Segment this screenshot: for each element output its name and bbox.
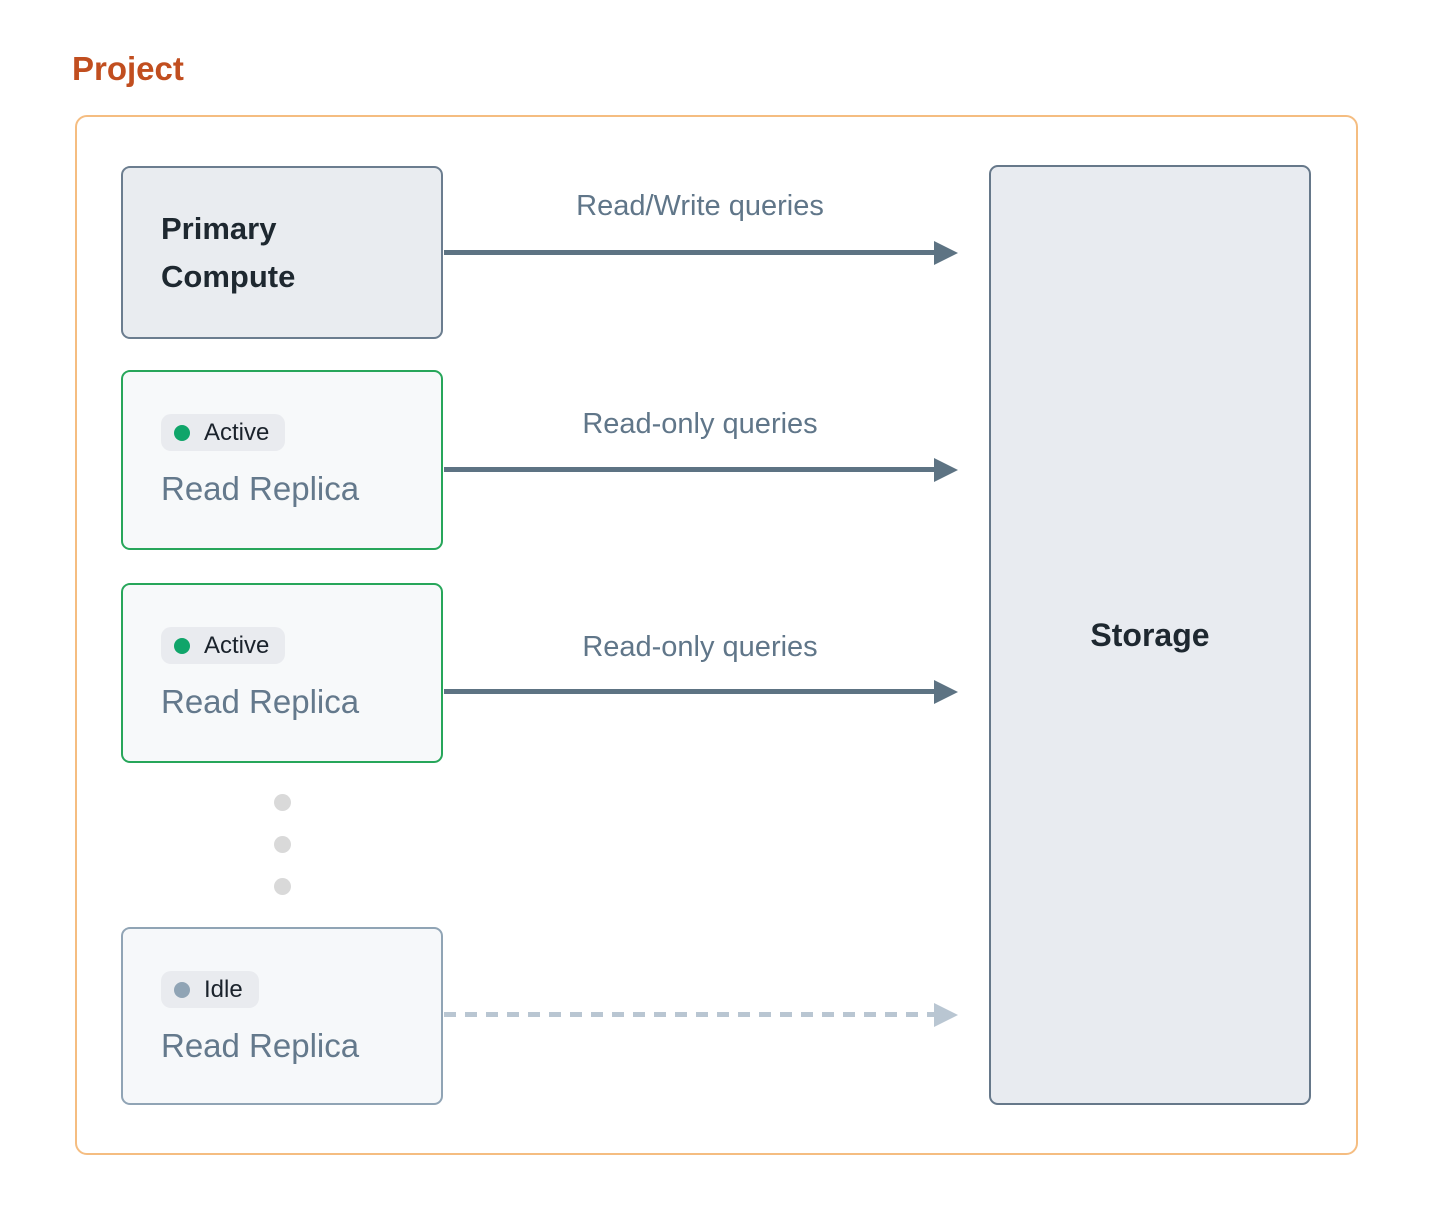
ellipsis-dot [274,794,291,811]
storage-label: Storage [1090,616,1210,653]
active-status-dot-icon [174,637,190,654]
arrow-idle-to-storage-dashed [444,1012,936,1017]
arrowhead-icon [934,680,958,704]
arrowhead-icon [934,241,958,265]
arrow-label-read-only-queries: Read-only queries [582,631,818,663]
status-badge-active: Active [161,414,286,451]
node-primary-compute: Primary Compute [121,166,443,339]
arrow-label-read-write-queries: Read/Write queries [576,190,824,222]
page-title: Project [72,50,184,87]
ellipsis-dot [274,878,291,895]
ellipsis-dot [274,836,291,853]
arrow-replica2-to-storage [444,689,936,694]
read-replica-label: Read Replica [161,470,360,507]
node-read-replica-idle: Idle Read Replica [121,927,443,1105]
status-badge-label: Active [204,418,270,446]
status-badge-label: Active [204,631,270,659]
arrow-replica1-to-storage [444,467,936,472]
arrow-primary-to-storage [444,250,936,255]
idle-status-dot-icon [174,981,190,998]
primary-compute-label: Primary Compute [161,210,296,294]
read-replica-label: Read Replica [161,683,360,720]
arrowhead-icon [934,1003,958,1027]
node-read-replica-1: Active Read Replica [121,370,443,550]
arrowhead-icon [934,458,958,482]
active-status-dot-icon [174,424,190,441]
node-read-replica-2: Active Read Replica [121,583,443,763]
status-badge-active: Active [161,627,286,664]
node-storage: Storage [989,165,1311,1105]
status-badge-label: Idle [204,975,243,1003]
arrow-label-read-only-queries: Read-only queries [582,408,818,440]
status-badge-idle: Idle [161,971,259,1008]
read-replica-label: Read Replica [161,1027,360,1064]
